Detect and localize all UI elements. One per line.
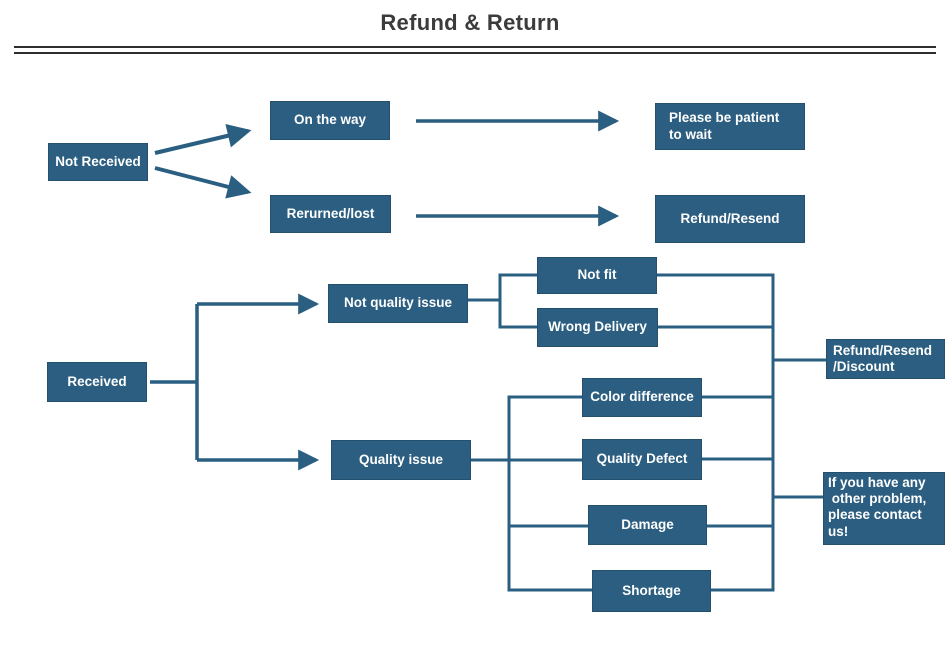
node-not-received-label: Not Received: [55, 153, 141, 169]
node-please-be-patient: Please be patient to wait: [655, 103, 805, 150]
node-quality-defect-label: Quality Defect: [596, 451, 688, 467]
node-refund-resend-discount: Refund/Resend /Discount: [826, 339, 945, 379]
node-wrong-delivery: Wrong Delivery: [537, 308, 658, 347]
node-quality-defect: Quality Defect: [582, 439, 702, 480]
node-damage: Damage: [588, 505, 707, 545]
node-shortage-label: Shortage: [622, 582, 681, 598]
node-returned-lost-label: Rerurned/lost: [286, 205, 375, 221]
node-received: Received: [47, 362, 147, 402]
node-refund-resend-discount-label: Refund/Resend /Discount: [833, 343, 933, 375]
edge-notreceived-ontheway: [154, 124, 252, 155]
node-not-quality-issue: Not quality issue: [328, 284, 468, 323]
node-damage-label: Damage: [621, 516, 674, 532]
edge-notreceived-returnedlost: [154, 166, 252, 199]
title-rule-top: [14, 46, 936, 48]
node-quality-issue: Quality issue: [331, 440, 471, 480]
edge-right-collector: [657, 273, 775, 592]
node-color-difference-label: Color difference: [590, 389, 694, 405]
node-on-the-way: On the way: [270, 101, 390, 140]
node-not-quality-issue-label: Not quality issue: [343, 295, 453, 311]
node-not-fit: Not fit: [537, 257, 657, 294]
title-rule-bottom: [14, 52, 936, 54]
node-refund-resend: Refund/Resend: [655, 195, 805, 243]
node-refund-resend-label: Refund/Resend: [680, 210, 780, 226]
node-not-fit-label: Not fit: [577, 267, 617, 283]
edge-notquality-bracket: [468, 273, 537, 329]
node-please-be-patient-label: Please be patient to wait: [669, 110, 780, 142]
node-quality-issue-label: Quality issue: [358, 451, 444, 467]
node-returned-lost: Rerurned/lost: [270, 195, 391, 233]
node-contact-us: If you have any other problem, please co…: [823, 472, 945, 545]
node-received-label: Received: [67, 373, 127, 389]
edge-received-stem: [150, 304, 199, 460]
edge-qualityissue-bracket: [471, 395, 592, 592]
node-not-received: Not Received: [48, 143, 148, 181]
edge-collector-outputs: [773, 358, 826, 499]
node-color-difference: Color difference: [582, 378, 702, 417]
node-contact-us-label: If you have any other problem, please co…: [828, 475, 927, 539]
node-wrong-delivery-label: Wrong Delivery: [548, 319, 647, 335]
node-shortage: Shortage: [592, 570, 711, 612]
page-title: Refund & Return: [380, 10, 560, 35]
node-on-the-way-label: On the way: [293, 112, 366, 128]
